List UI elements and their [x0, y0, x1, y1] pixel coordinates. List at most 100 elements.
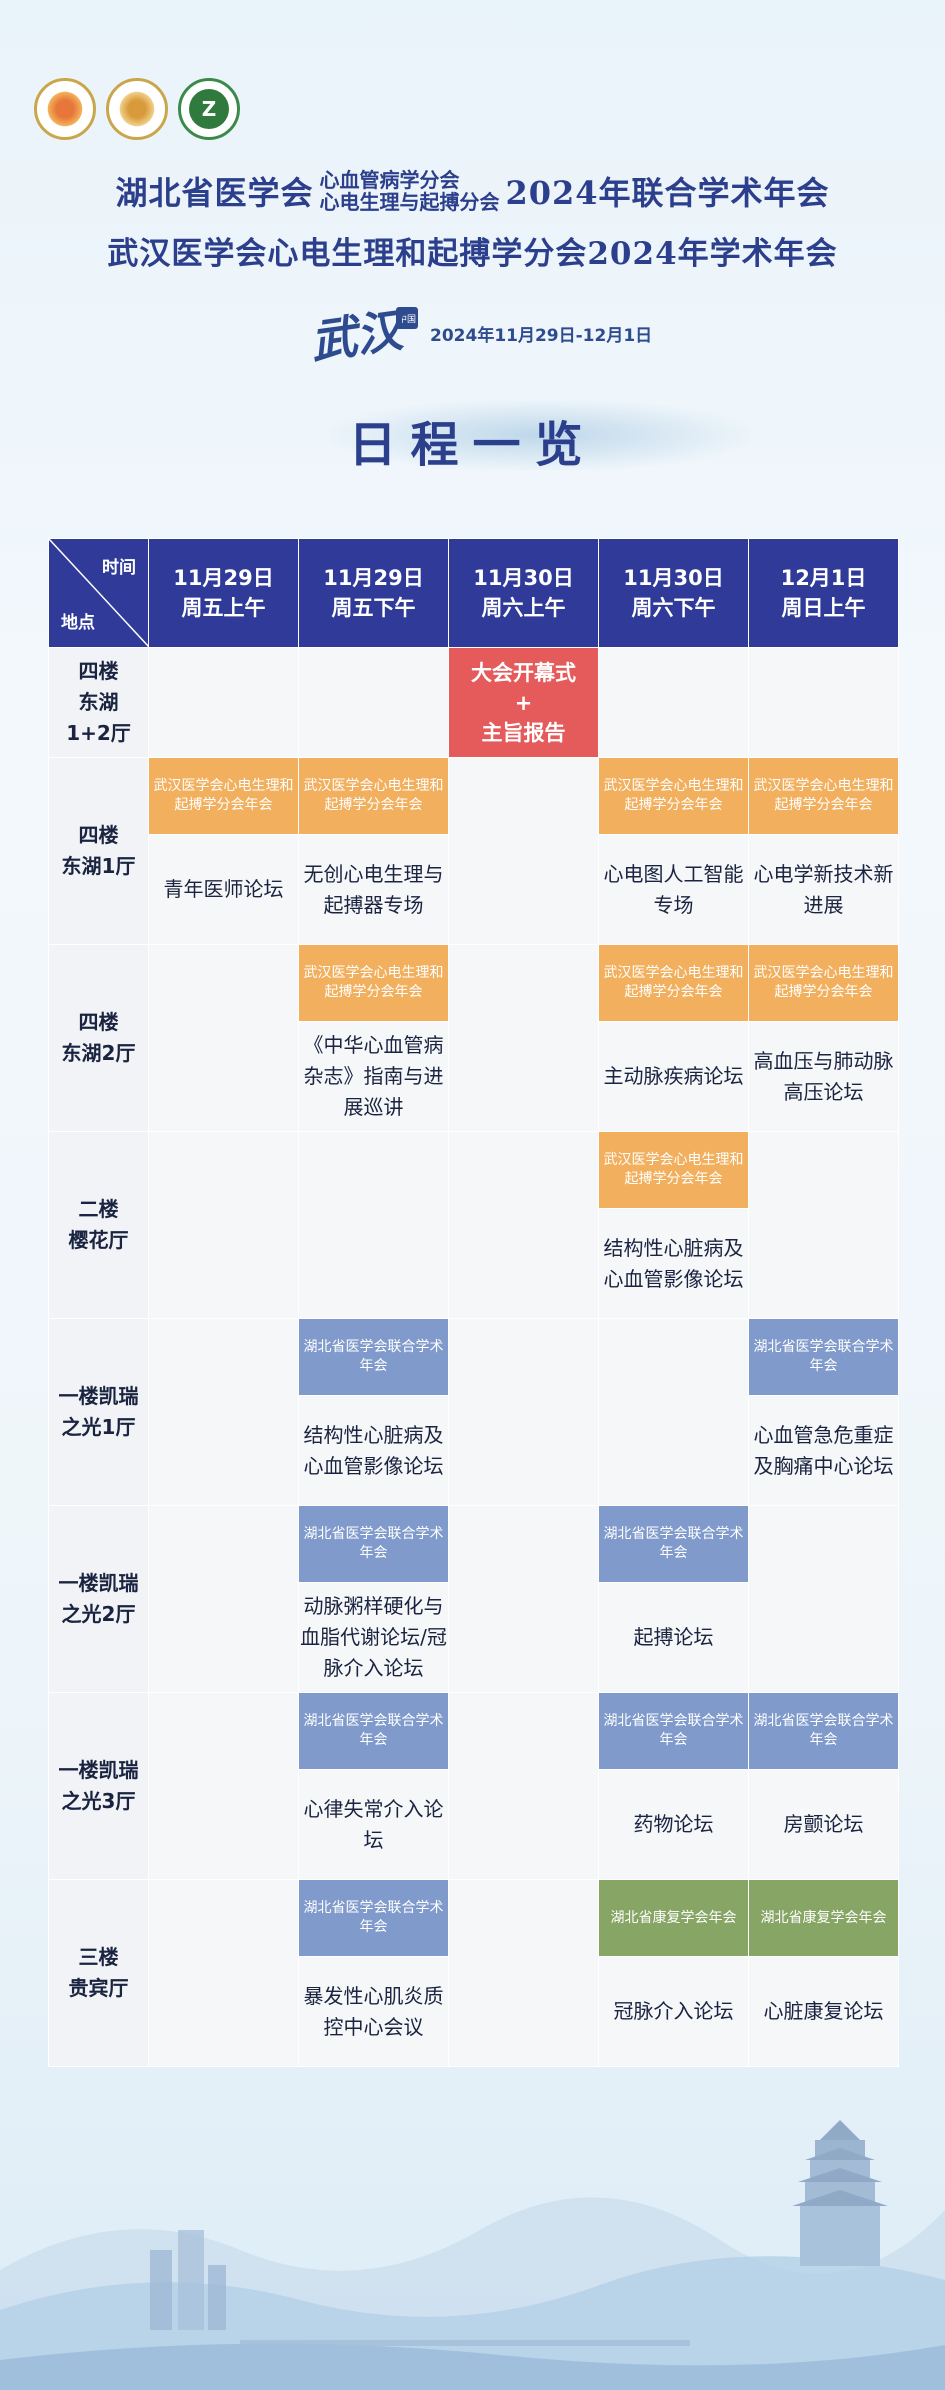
seal-stamp: 中国	[396, 307, 418, 329]
empty-cell	[448, 1692, 599, 1880]
session-cell: 药物论坛	[598, 1769, 749, 1880]
title-branch-top: 心血管病学分会	[319, 168, 460, 192]
room-label: 四楼东湖2厅	[48, 944, 149, 1132]
empty-cell	[148, 1505, 299, 1693]
corner-header: 时间 地点	[48, 538, 149, 648]
tag-hubei: 湖北省医学会联合学术年会	[298, 1505, 449, 1583]
empty-cell	[148, 1692, 299, 1880]
session-cell: 心脏康复论坛	[748, 1956, 899, 2067]
session-cell: 动脉粥样硬化与血脂代谢论坛/冠脉介入论坛	[298, 1582, 449, 1693]
empty-cell	[748, 1131, 899, 1319]
tag-hubei: 湖北省医学会联合学术年会	[298, 1692, 449, 1770]
column-period: 周五上午	[181, 596, 266, 620]
title-org: 湖北省医学会	[115, 174, 314, 212]
empty-cell	[298, 647, 449, 758]
tag-hubei: 湖北省医学会联合学术年会	[298, 1318, 449, 1396]
empty-cell	[148, 647, 299, 758]
column-date: 11月30日	[473, 566, 574, 590]
tag-wuhan: 武汉医学会心电生理和起搏学分会年会	[598, 757, 749, 835]
room-label: 三楼贵宾厅	[48, 1879, 149, 2067]
table-row: 结构性心脏病及心血管影像论坛 心血管急危重症及胸痛中心论坛	[49, 1395, 899, 1506]
empty-cell	[448, 1879, 599, 2067]
session-cell: 冠脉介入论坛	[598, 1956, 749, 2067]
diagonal-divider	[49, 539, 149, 647]
session-cell: 心电图人工智能专场	[598, 834, 749, 945]
tag-wuhan: 武汉医学会心电生理和起搏学分会年会	[298, 757, 449, 835]
empty-cell	[598, 647, 749, 758]
schedule-title: 日程一览	[348, 417, 597, 473]
hospital-emblem-icon: Z	[178, 78, 240, 140]
corner-location-label: 地点	[61, 613, 95, 633]
session-cell: 心血管急危重症及胸痛中心论坛	[748, 1395, 899, 1506]
column-header: 12月1日周日上午	[748, 538, 899, 648]
session-cell: 无创心电生理与起搏器专场	[298, 834, 449, 945]
opening-ceremony-cell: 大会开幕式+主旨报告	[448, 647, 599, 758]
title-line-2: 武汉医学会心电生理和起搏学分会2024年学术年会	[107, 236, 838, 272]
session-cell: 起搏论坛	[598, 1582, 749, 1693]
empty-cell	[148, 1318, 299, 1506]
empty-cell	[748, 1505, 899, 1693]
tag-hubei: 湖北省医学会联合学术年会	[598, 1505, 749, 1583]
session-cell: 结构性心脏病及心血管影像论坛	[598, 1208, 749, 1319]
column-period: 周五下午	[331, 596, 416, 620]
tag-rehab: 湖北省康复学会年会	[598, 1879, 749, 1957]
room-label: 一楼凯瑞之光1厅	[48, 1318, 149, 1506]
event-dates: 2024年11月29日-12月1日	[430, 325, 653, 346]
city-calligraphy: 武汉	[307, 302, 406, 370]
session-cell: 主动脉疾病论坛	[598, 1021, 749, 1132]
title-event: 2024年联合学术年会	[505, 174, 830, 212]
table-row: 一楼凯瑞之光1厅 湖北省医学会联合学术年会 湖北省医学会联合学术年会	[48, 1318, 899, 1506]
association-emblem-icon	[106, 78, 168, 140]
society-emblem-icon	[34, 78, 96, 140]
column-date: 11月30日	[623, 566, 724, 590]
column-header: 11月30日周六上午	[448, 538, 599, 648]
tag-hubei: 湖北省医学会联合学术年会	[598, 1692, 749, 1770]
tag-wuhan: 武汉医学会心电生理和起搏学分会年会	[598, 944, 749, 1022]
column-header: 11月29日周五上午	[148, 538, 299, 648]
logo-group: Z	[34, 78, 240, 140]
table-row: 四楼东湖2厅 武汉医学会心电生理和起搏学分会年会 武汉医学会心电生理和起搏学分会…	[48, 944, 899, 1132]
corner-time-label: 时间	[102, 558, 136, 578]
empty-cell	[448, 1505, 599, 1693]
session-cell: 青年医师论坛	[148, 834, 299, 945]
tag-wuhan: 武汉医学会心电生理和起搏学分会年会	[748, 944, 899, 1022]
brush-stroke-decoration	[330, 400, 750, 470]
column-date: 11月29日	[323, 566, 424, 590]
tag-hubei: 湖北省医学会联合学术年会	[748, 1318, 899, 1396]
tag-hubei: 湖北省医学会联合学术年会	[298, 1879, 449, 1957]
empty-cell	[148, 1131, 299, 1319]
table-row: 结构性心脏病及心血管影像论坛	[49, 1208, 899, 1319]
session-cell: 结构性心脏病及心血管影像论坛	[298, 1395, 449, 1506]
table-row: 暴发性心肌炎质控中心会议 冠脉介入论坛 心脏康复论坛	[49, 1956, 899, 2067]
event-city-date: 武汉 中国 2024年11月29日-12月1日	[307, 300, 653, 369]
table-row: 心律失常介入论坛 药物论坛 房颤论坛	[49, 1769, 899, 1880]
session-cell: 暴发性心肌炎质控中心会议	[298, 1956, 449, 2067]
empty-cell	[448, 757, 599, 945]
title-branches: 心血管病学分会 心电生理与起搏分会	[319, 169, 499, 213]
schedule-table: 时间 地点 11月29日周五上午 11月29日周五下午 11月30日周六上午 1…	[48, 538, 899, 2067]
empty-cell	[748, 647, 899, 758]
empty-cell	[448, 944, 599, 1132]
empty-cell	[148, 944, 299, 1132]
column-period: 周日上午	[781, 596, 866, 620]
title-branch-bottom: 心电生理与起搏分会	[319, 190, 500, 214]
table-row: 一楼凯瑞之光2厅 湖北省医学会联合学术年会 湖北省医学会联合学术年会	[48, 1505, 899, 1693]
table-row: 青年医师论坛 无创心电生理与起搏器专场 心电图人工智能专场 心电学新技术新进展	[49, 834, 899, 945]
table-row: 一楼凯瑞之光3厅 湖北省医学会联合学术年会 湖北省医学会联合学术年会 湖北省医学…	[48, 1692, 899, 1880]
column-date: 11月29日	[173, 566, 274, 590]
empty-cell	[448, 1131, 599, 1319]
session-cell: 高血压与肺动脉高压论坛	[748, 1021, 899, 1132]
tag-wuhan: 武汉医学会心电生理和起搏学分会年会	[148, 757, 299, 835]
table-row: 二楼樱花厅 武汉医学会心电生理和起搏学分会年会	[48, 1131, 899, 1319]
empty-cell	[448, 1318, 599, 1506]
room-label: 二楼樱花厅	[48, 1131, 149, 1319]
empty-cell	[598, 1318, 749, 1506]
table-row: 三楼贵宾厅 湖北省医学会联合学术年会 湖北省康复学会年会 湖北省康复学会年会	[48, 1879, 899, 2067]
empty-cell	[148, 1879, 299, 2067]
session-cell: 心律失常介入论坛	[298, 1769, 449, 1880]
table-row: 四楼东湖1厅 武汉医学会心电生理和起搏学分会年会 武汉医学会心电生理和起搏学分会…	[48, 757, 899, 945]
title-line-1: 湖北省医学会 心血管病学分会 心电生理与起搏分会 2024年联合学术年会	[0, 168, 945, 214]
column-date: 12月1日	[780, 566, 867, 590]
